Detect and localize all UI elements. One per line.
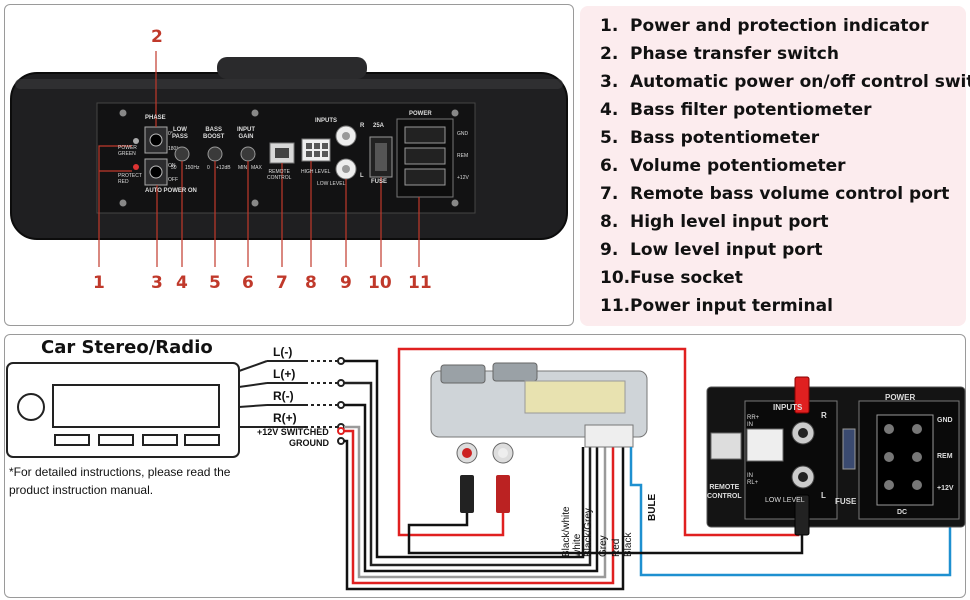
wire-label-bule: BULE: [647, 493, 658, 521]
legend-item: 2.Phase transfer switch: [600, 44, 839, 64]
wire-label-black: Black: [623, 532, 634, 557]
gain-scale-max: MAX: [251, 165, 262, 171]
amp-low-level-label: LOW LEVEL: [765, 497, 805, 504]
amplifier-illustration: [10, 51, 568, 267]
amp-12v-label: +12V: [937, 485, 954, 492]
output-l-minus: L(-): [273, 345, 293, 359]
gain-scale-min: MIN: [238, 165, 248, 171]
legend-item: 4.Bass filter potentiometer: [600, 100, 872, 120]
protect-red-label: PROTECT RED: [118, 173, 142, 185]
low-pass-scale-max: 150Hz: [185, 165, 200, 171]
amp-rem-label: REM: [937, 453, 953, 460]
wire-label-black-white: Black/white: [561, 506, 572, 557]
legend-item: 3.Automatic power on/off control switch: [600, 72, 970, 92]
callout-3: 3: [151, 273, 163, 293]
rem-label: REM: [457, 153, 469, 159]
callout-5: 5: [209, 273, 221, 293]
bass-boost-scale-min: 0: [207, 165, 210, 171]
amp-rl-in-label: IN RL+: [747, 473, 759, 486]
callout-9: 9: [340, 273, 352, 293]
bass-boost-label: BASS BOOST: [203, 127, 225, 140]
legend-item: 11.Power input terminal: [600, 296, 833, 316]
amp-r-label: R: [821, 411, 827, 420]
callout-2: 2: [151, 27, 163, 47]
wire-label-red: Red: [611, 538, 622, 557]
remote-control-label: REMOTE CONTROL: [267, 169, 292, 181]
wire-label-black-grey: Black/Grey: [583, 508, 594, 557]
high-level-label: HIGH LEVEL: [301, 169, 331, 175]
inputs-label: INPUTS: [315, 118, 338, 124]
deg180-label: 180°: [168, 146, 179, 152]
callout-8: 8: [305, 273, 317, 293]
callout-6: 6: [242, 273, 254, 293]
output-r-plus: R(+): [273, 411, 297, 425]
wiring-diagram-panel: Car Stereo/Radio L(-) L(+) R(-) R(+) +12…: [4, 334, 966, 598]
legend-item: 5.Bass potentiometer: [600, 128, 820, 148]
amp-dc-label: DC: [897, 509, 908, 516]
off-label: OFF: [168, 177, 178, 183]
amp-gnd-label: GND: [937, 417, 953, 424]
amp-fuse-label: FUSE: [835, 497, 857, 506]
legend-item: 8.High level input port: [600, 212, 829, 232]
on-label: ON: [168, 163, 176, 169]
legend-item: 7.Remote bass volume control port: [600, 184, 950, 204]
fuse-label: FUSE: [371, 179, 388, 185]
legend-panel: 1.Power and protection indicator 2.Phase…: [580, 6, 970, 326]
output-l-plus: L(+): [273, 367, 296, 381]
power-green-label: POWER GREEN: [118, 145, 137, 157]
wire-label-white: white: [572, 533, 583, 557]
output-12v-switched: +12V SWITCHED: [257, 427, 329, 437]
phase-label: PHASE: [145, 115, 166, 121]
output-ground: GROUND: [289, 438, 329, 448]
bass-boost-scale-max: +12dB: [216, 165, 231, 171]
inputs-l-label: L: [360, 173, 364, 179]
deg0-label: 0°: [168, 131, 173, 137]
amp-rr-in-label: RR+ IN: [747, 415, 760, 428]
plus12-label: +12V: [457, 175, 469, 181]
amplifier-panel-figure: PHASE LOW PASS BASS BOOST INPUT GAIN POW…: [4, 4, 574, 326]
amp-power-label: POWER: [885, 393, 916, 402]
amp-inputs-label: INPUTS: [773, 403, 803, 412]
low-level-label: LOW LEVEL: [317, 181, 346, 187]
legend-item: 10.Fuse socket: [600, 268, 743, 288]
callout-10: 10: [368, 273, 392, 293]
amp-remote-control-label: REMOTE CONTROL: [707, 484, 742, 500]
output-r-minus: R(-): [273, 389, 294, 403]
inputs-r-label: R: [360, 123, 365, 129]
stereo-title: Car Stereo/Radio: [41, 337, 213, 358]
gnd-label: GND: [457, 131, 469, 137]
callout-4: 4: [176, 273, 188, 293]
input-gain-label: INPUT GAIN: [237, 127, 255, 140]
low-pass-label: LOW PASS: [172, 127, 188, 140]
amp-l-label: L: [821, 491, 826, 500]
callout-7: 7: [276, 273, 288, 293]
low-pass-scale-min: 50: [171, 165, 177, 171]
fuse-rating-label: 25A: [373, 123, 385, 129]
wiring-illustration: [6, 347, 966, 591]
callout-1: 1: [93, 273, 105, 293]
legend-item: 6.Volume potentiometer: [600, 156, 846, 176]
power-label: POWER: [409, 111, 432, 117]
wire-label-grey: Grey: [598, 535, 609, 557]
legend-item: 1.Power and protection indicator: [600, 16, 929, 36]
auto-power-label: AUTO POWER ON: [145, 188, 197, 194]
legend-item: 9.Low level input port: [600, 240, 823, 260]
instruction-note: *For detailed instructions, please read …: [9, 465, 231, 497]
callout-11: 11: [408, 273, 432, 293]
